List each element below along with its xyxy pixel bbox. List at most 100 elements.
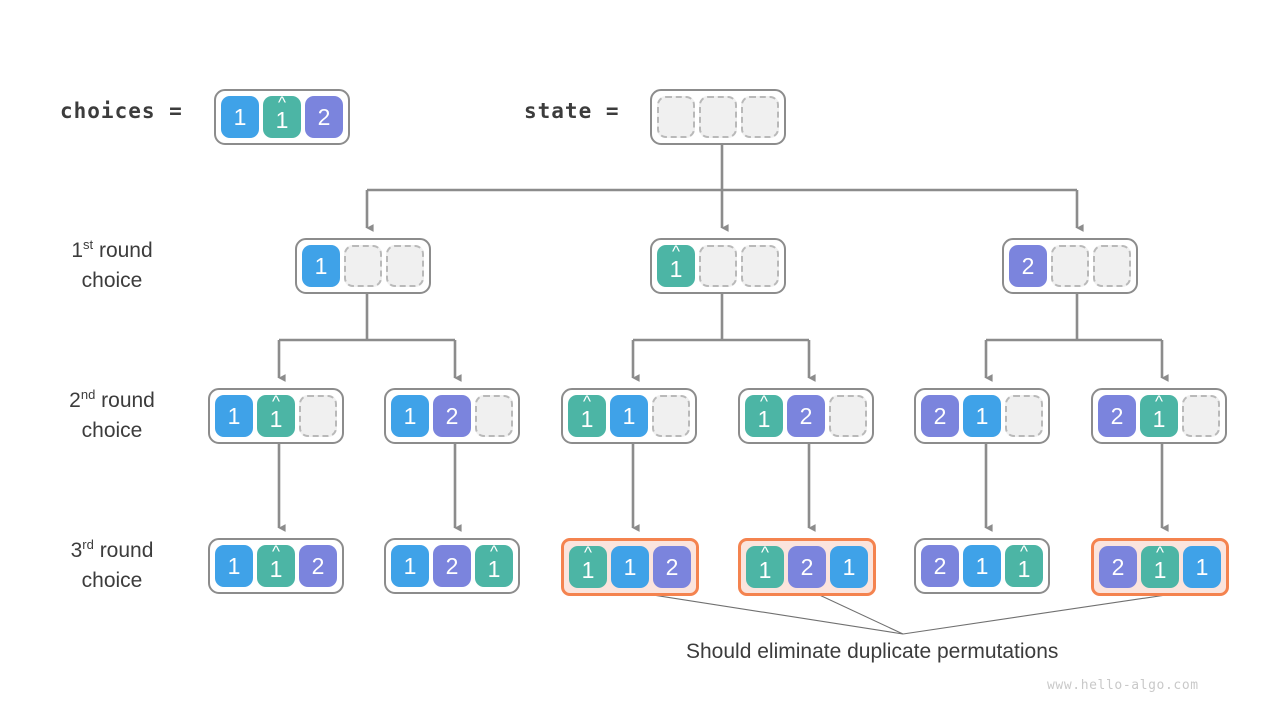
one-with-hat-glyph: 1 — [276, 103, 289, 132]
level-3-node: 211 — [914, 538, 1050, 594]
level-2-node-cell-empty — [652, 395, 690, 437]
one-with-hat-glyph: 1 — [1153, 402, 1166, 431]
one-with-hat-glyph: 1 — [488, 552, 501, 581]
level-2-node-cell-one-hat: 1 — [568, 395, 606, 437]
level-1-node-cell-empty — [344, 245, 382, 287]
level-2-node-cell-empty — [1182, 395, 1220, 437]
level-2-node-cell-value: 2 — [433, 395, 471, 437]
level-2-node-cell-value: 1 — [610, 395, 648, 437]
level-3-node-cell-one-hat: 1 — [257, 545, 295, 587]
level-2-node-cell-value: 2 — [1098, 395, 1136, 437]
round-1-line2: choice — [81, 269, 143, 293]
level-3-node-cell-value: 2 — [653, 546, 691, 588]
state-cell-empty — [657, 96, 695, 138]
round-1-label: 1st round choice — [22, 236, 202, 297]
choices-cell-value: 1 — [221, 96, 259, 138]
level-2-node: 11 — [561, 388, 697, 444]
choices-label: choices = — [60, 99, 183, 123]
level-1-node-cell-one-hat: 1 — [657, 245, 695, 287]
level-3-node-cell-one-hat: 1 — [1005, 545, 1043, 587]
level-3-node-cell-value: 1 — [611, 546, 649, 588]
level-3-node-cell-value: 1 — [391, 545, 429, 587]
round-2-ordinal: 2 — [69, 389, 81, 412]
level-1-node-cell-empty — [1051, 245, 1089, 287]
one-with-hat-glyph: 1 — [758, 402, 771, 431]
level-1-node-cell-empty — [699, 245, 737, 287]
level-3-node-cell-value: 2 — [788, 546, 826, 588]
caption-text: Should eliminate duplicate permutations — [686, 640, 1059, 663]
level-3-node-duplicate: 211 — [1091, 538, 1229, 596]
level-2-node: 21 — [1091, 388, 1227, 444]
level-3-node-cell-one-hat: 1 — [746, 546, 784, 588]
level-3-node-cell-value: 1 — [830, 546, 868, 588]
level-2-node: 12 — [738, 388, 874, 444]
round-1-word: round — [93, 239, 153, 262]
level-2-node: 11 — [208, 388, 344, 444]
level-3-node-cell-value: 2 — [433, 545, 471, 587]
level-1-node: 1 — [295, 238, 431, 294]
level-3-node-duplicate: 112 — [561, 538, 699, 596]
one-with-hat-glyph: 1 — [581, 402, 594, 431]
round-1-suffix: st — [83, 237, 94, 252]
round-2-label: 2nd round choice — [22, 386, 202, 447]
state-array — [650, 89, 786, 145]
level-1-node-cell-value: 2 — [1009, 245, 1047, 287]
level-1-node: 1 — [650, 238, 786, 294]
round-2-suffix: nd — [80, 387, 96, 402]
state-cell-empty — [699, 96, 737, 138]
level-2-node-cell-empty — [299, 395, 337, 437]
one-with-hat-glyph: 1 — [1154, 553, 1167, 582]
round-3-word: round — [93, 539, 154, 562]
level-1-node-cell-empty — [741, 245, 779, 287]
level-1-node-cell-empty — [386, 245, 424, 287]
round-3-label: 3rd round choice — [22, 536, 202, 597]
level-3-node-cell-value: 2 — [921, 545, 959, 587]
watermark: www.hello-algo.com — [1047, 678, 1199, 693]
level-2-node-cell-empty — [475, 395, 513, 437]
round-1-ordinal: 1 — [71, 239, 83, 262]
one-with-hat-glyph: 1 — [582, 553, 595, 582]
level-2-node-cell-one-hat: 1 — [1140, 395, 1178, 437]
round-2-line2: choice — [81, 419, 143, 443]
round-3-line2: choice — [81, 569, 143, 593]
level-3-node: 121 — [384, 538, 520, 594]
level-3-node-duplicate: 121 — [738, 538, 876, 596]
level-1-node-cell-value: 1 — [302, 245, 340, 287]
choices-cell-value: 2 — [305, 96, 343, 138]
round-2-word: round — [95, 389, 155, 412]
one-with-hat-glyph: 1 — [759, 553, 772, 582]
level-3-node-cell-value: 2 — [299, 545, 337, 587]
round-3-ordinal: 3 — [70, 539, 83, 562]
level-2-node-cell-one-hat: 1 — [745, 395, 783, 437]
one-with-hat-glyph: 1 — [270, 402, 283, 431]
level-2-node-cell-empty — [1005, 395, 1043, 437]
level-1-node-cell-empty — [1093, 245, 1131, 287]
state-label: state = — [524, 99, 620, 123]
level-3-node-cell-value: 2 — [1099, 546, 1137, 588]
choices-array: 112 — [214, 89, 350, 145]
level-1-node: 2 — [1002, 238, 1138, 294]
level-3-node-cell-value: 1 — [1183, 546, 1221, 588]
state-cell-empty — [741, 96, 779, 138]
one-with-hat-glyph: 1 — [1018, 552, 1031, 581]
round-3-suffix: rd — [82, 537, 94, 552]
level-2-node-cell-value: 1 — [963, 395, 1001, 437]
choices-cell-one-hat: 1 — [263, 96, 301, 138]
level-3-node-cell-one-hat: 1 — [569, 546, 607, 588]
level-3-node: 112 — [208, 538, 344, 594]
level-2-node-cell-one-hat: 1 — [257, 395, 295, 437]
callout-leaders — [633, 591, 1187, 635]
level-3-node-cell-value: 1 — [215, 545, 253, 587]
level-2-node-cell-value: 2 — [921, 395, 959, 437]
level-2-node-cell-value: 1 — [215, 395, 253, 437]
level-2-node-cell-value: 2 — [787, 395, 825, 437]
one-with-hat-glyph: 1 — [670, 252, 683, 281]
level-2-node-cell-empty — [829, 395, 867, 437]
level-3-node-cell-one-hat: 1 — [1141, 546, 1179, 588]
one-with-hat-glyph: 1 — [270, 552, 283, 581]
level-2-node-cell-value: 1 — [391, 395, 429, 437]
